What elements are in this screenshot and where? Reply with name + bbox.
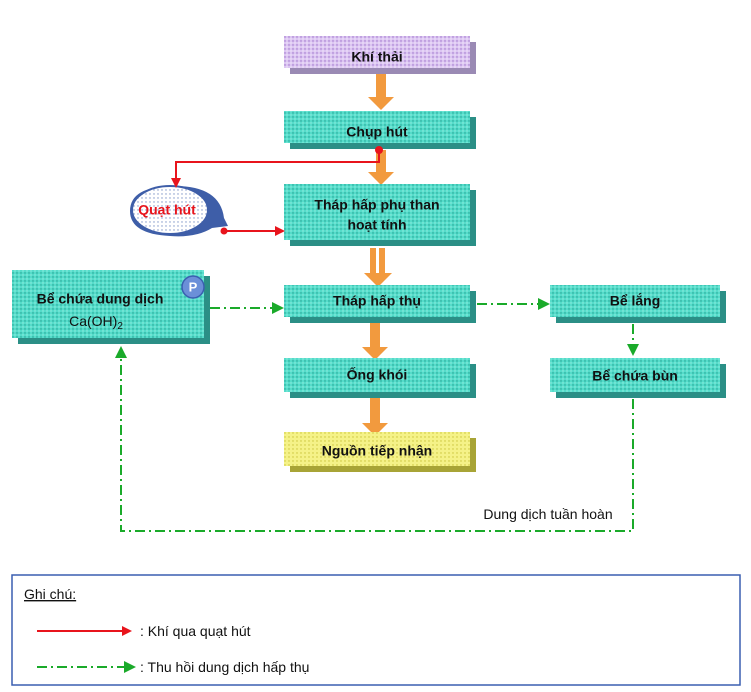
recirculation-label: Dung dịch tuần hoàn: [483, 506, 612, 522]
fan-quat-hut: Quạt hút: [130, 185, 228, 237]
box-be-chua-bun-label: Bể chứa bùn: [592, 368, 678, 384]
box-ong-khoi: Ống khói: [284, 358, 476, 398]
legend: Ghi chú: : Khí qua quạt hút : Thu hồi du…: [11, 574, 741, 686]
flow-arrow-khithai-chuphut: [368, 74, 394, 110]
box-thap-hap-phu-line2: hoạt tính: [347, 217, 406, 233]
flow-arrow-thaphapthu-ongkhoi: [362, 322, 388, 360]
legend-item-red: : Khí qua quạt hút: [140, 623, 251, 639]
box-chup-hut-label: Chụp hút: [346, 124, 408, 140]
box-thap-hap-thu-label: Tháp hấp thụ: [333, 293, 421, 309]
box-nguon-tiep-nhan: Nguồn tiếp nhận: [284, 432, 476, 472]
box-be-chua-line2: Ca(OH)2: [69, 313, 123, 332]
flow-arrow-ongkhoi-nguontiepnhan: [362, 398, 388, 436]
flow-arrows: [362, 74, 394, 436]
flow-arrow-thaphapphu-thaphapthu: [364, 248, 392, 287]
box-be-lang-label: Bể lắng: [610, 292, 661, 309]
box-nguon-tiep-nhan-label: Nguồn tiếp nhận: [322, 443, 432, 459]
box-be-chua-line1: Bể chứa dung dịch: [37, 291, 164, 307]
legend-title: Ghi chú:: [24, 586, 76, 602]
box-chup-hut: Chụp hút: [284, 111, 476, 149]
box-thap-hap-phu-line1: Tháp hấp phụ than: [314, 197, 439, 213]
box-thap-hap-phu: Tháp hấp phụ than hoạt tính: [284, 184, 476, 246]
box-ong-khoi-label: Ống khói: [347, 366, 408, 383]
flow-arrow-chuphut-thaphapphu: [368, 150, 394, 185]
box-khi-thai-label: Khí thải: [351, 49, 402, 65]
box-be-chua-dung-dich: Bể chứa dung dịch Ca(OH)2 P: [12, 270, 210, 344]
fan-label: Quạt hút: [138, 202, 196, 218]
red-flow-lines: [171, 146, 383, 236]
box-be-chua-bun: Bể chứa bùn: [550, 358, 726, 398]
pump-label: P: [189, 279, 198, 294]
legend-item-green: : Thu hồi dung dịch hấp thụ: [140, 659, 309, 675]
pump-icon: P: [181, 275, 205, 299]
green-flow-lines: [115, 298, 639, 532]
box-khi-thai: Khí thải: [284, 36, 476, 74]
box-thap-hap-thu: Tháp hấp thụ: [284, 285, 476, 323]
box-be-lang: Bể lắng: [550, 285, 726, 323]
